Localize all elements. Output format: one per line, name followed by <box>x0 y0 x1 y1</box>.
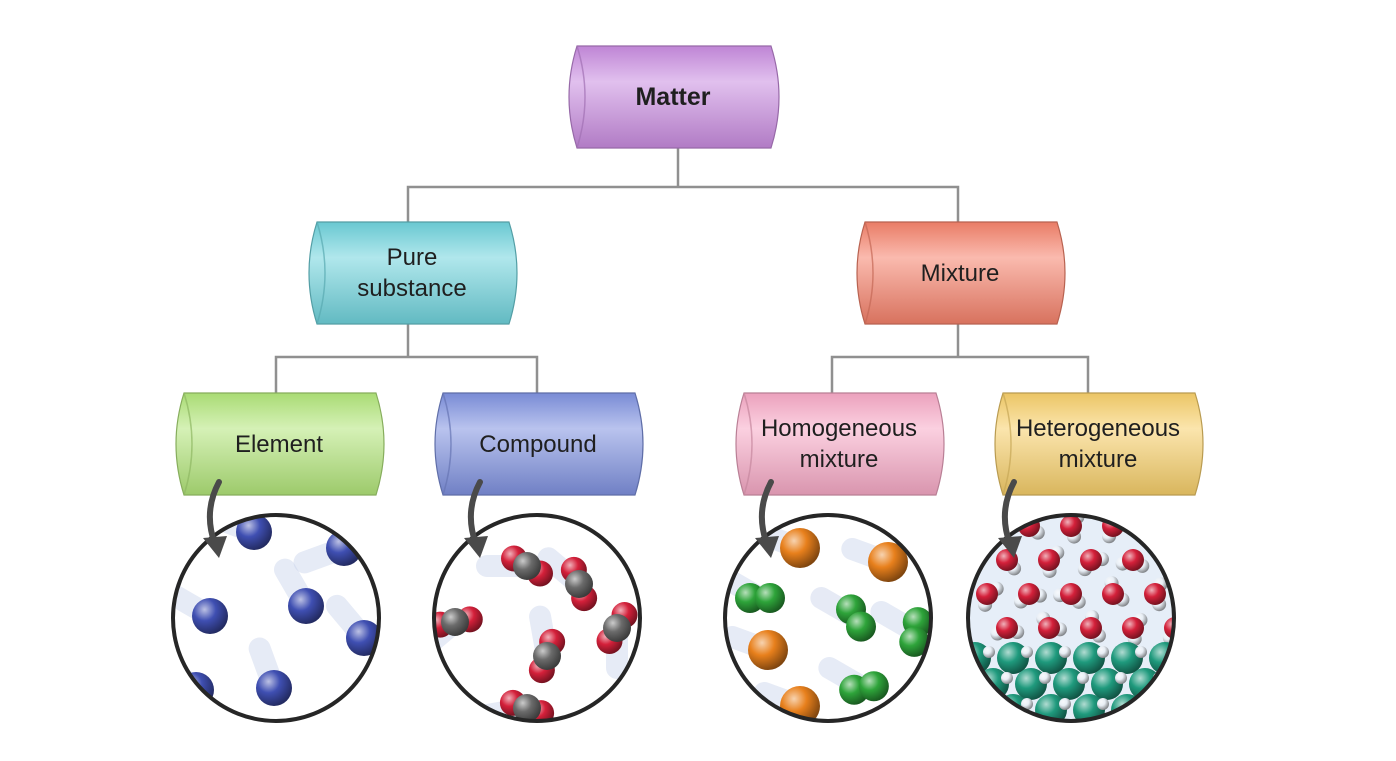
box-compound <box>434 392 644 496</box>
box-homogeneous-mixture <box>735 392 945 496</box>
particle-view-homogeneous-mixture <box>723 479 933 723</box>
box-matter <box>568 45 780 149</box>
connector-mixture-branch <box>830 355 1090 393</box>
particle-view-element <box>171 479 381 723</box>
box-pure-substance <box>308 221 518 325</box>
particle-view-heterogeneous-mixture <box>966 479 1176 723</box>
box-heterogeneous-mixture <box>994 392 1204 496</box>
connector-matter-branch <box>406 185 960 222</box>
particle-views <box>171 479 1176 723</box>
connector-pure-branch <box>274 355 539 393</box>
particle-view-compound <box>432 479 642 723</box>
box-mixture <box>856 221 1066 325</box>
category-boxes <box>175 45 1204 496</box>
box-element <box>175 392 385 496</box>
connector-lines <box>274 148 1090 393</box>
